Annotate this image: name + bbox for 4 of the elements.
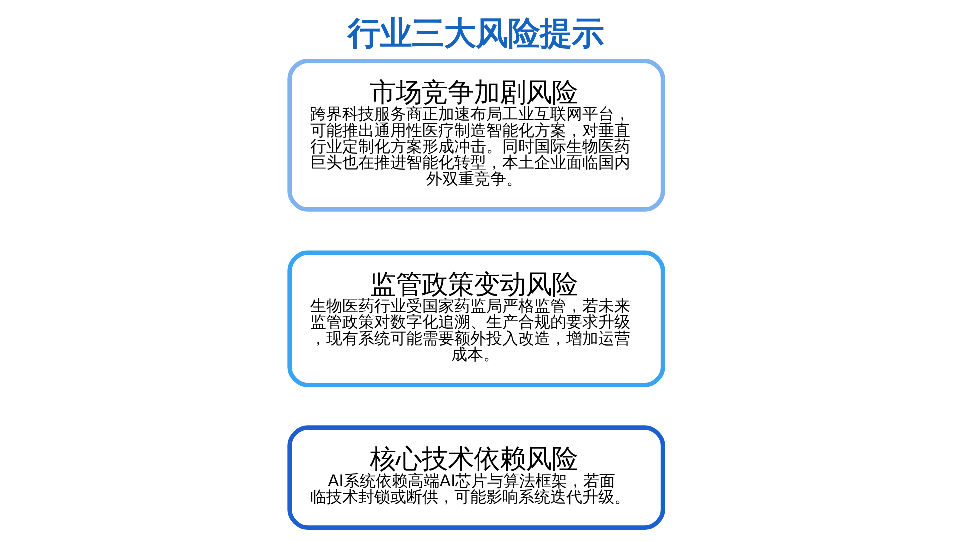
node-box: 监管政策变动风险 生物医药行业受国家药监局严格监管，若未来监管政策对数字化追溯、生产合规的要求升级，现有系统可能需要额外投入改造，增加运营成本。 xyxy=(288,250,666,388)
node-box: 核心技术依赖风险 AI系统依赖高端AI芯片与算法框架，若面临技术封锁或断供，可能影响系统迭代升级。 xyxy=(288,426,666,530)
diagram-title: 行业三大风险提示 xyxy=(348,14,604,52)
node-box: 市场竞争加剧风险 跨界科技服务商正加速布局工业互联网平台，可能推出通用性医疗制造智能化方案，对垂直行业定制化方案形成冲击。同时国际生物医药巨头也在推进智能化转型，本土企业面临国内外双重竞争。 xyxy=(288,59,666,212)
